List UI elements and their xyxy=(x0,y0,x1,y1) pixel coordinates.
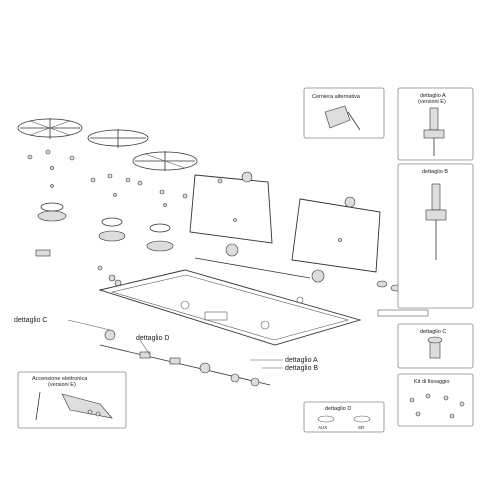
callout-dettaglio-a: dettaglio A xyxy=(285,357,318,364)
box-detail-b-title: dettaglio B xyxy=(422,169,448,175)
callout-dettaglio-c: dettaglio C xyxy=(14,317,47,324)
pan-support-3 xyxy=(132,151,198,171)
box-dettaglio-b: dettaglio B xyxy=(397,163,474,309)
callout-dettaglio-d: dettaglio D xyxy=(136,335,169,342)
box-detail-a-subtitle: (versioni E) xyxy=(418,99,446,105)
label-sr: SR xyxy=(358,425,365,430)
hob-tray xyxy=(98,269,362,346)
box-dettaglio-d: dettaglio D AUX SR xyxy=(303,401,385,433)
leader-dettaglio-d xyxy=(139,339,151,356)
callout-dettaglio-b: dettaglio B xyxy=(285,365,318,372)
glass-lid-left xyxy=(189,171,273,244)
pan-support-1 xyxy=(17,118,83,139)
misc-parts-left xyxy=(35,249,122,287)
burner-caps xyxy=(37,202,174,252)
leader-dettaglio-c xyxy=(67,319,111,331)
pan-support-2 xyxy=(87,129,149,148)
box-accensione: Accensione elettronica (versioni E) xyxy=(17,371,127,429)
box-dettaglio-a: dettaglio A (versioni E) xyxy=(397,87,474,161)
box-kit-title: Kit di fissaggio xyxy=(414,379,449,385)
gas-manifold xyxy=(99,329,271,387)
box-accensione-title: Accensione elettronica xyxy=(32,376,88,382)
box-kit-fissaggio: Kit di fissaggio xyxy=(397,373,474,427)
box-accensione-subtitle: (versioni E) xyxy=(48,382,76,388)
box-detail-d-title: dettaglio D xyxy=(325,406,351,412)
label-aux: AUX xyxy=(318,425,327,430)
small-fasteners-left xyxy=(27,149,188,207)
box-detail-c-title: dettaglio C xyxy=(420,329,446,335)
box-dettaglio-c: dettaglio C xyxy=(397,323,474,369)
box-cerniera: Cerniera alternativa xyxy=(303,87,385,139)
box-cerniera-title: Cerniera alternativa xyxy=(312,94,361,100)
glass-lid-right xyxy=(291,196,381,273)
box-detail-a-title: dettaglio A xyxy=(420,93,446,99)
hinge-bar xyxy=(194,243,325,283)
